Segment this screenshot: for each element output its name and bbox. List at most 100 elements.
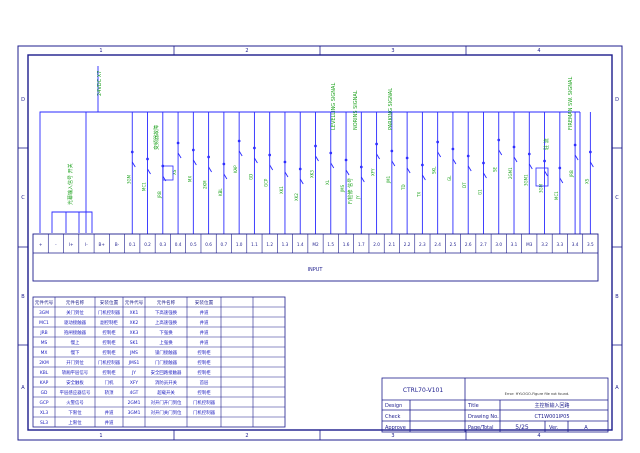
table-cell: 驱动接触器 bbox=[64, 319, 87, 326]
table-cell: 门门接触器 bbox=[155, 359, 178, 366]
terminal-label: 0.2 bbox=[144, 242, 151, 247]
label-stop-run: 驻 流 bbox=[543, 138, 550, 150]
table-cell: 2GM1 bbox=[128, 400, 141, 406]
contact-node bbox=[176, 141, 180, 145]
ver-label: Ver. bbox=[549, 425, 559, 431]
label-inspection-signal: F/检修 信号 bbox=[347, 178, 354, 204]
terminal-label: 2.5 bbox=[450, 242, 457, 247]
table-cell: XK1 bbox=[130, 310, 139, 316]
contact-node bbox=[421, 163, 424, 167]
terminal-label: 1.1 bbox=[251, 242, 258, 247]
page-label: Page/Total bbox=[468, 425, 493, 431]
contact-switch bbox=[422, 174, 426, 181]
terminal-label: 0.6 bbox=[205, 242, 212, 247]
contact-node bbox=[482, 161, 485, 165]
contact-node bbox=[558, 166, 562, 170]
table-cell: GCP bbox=[39, 400, 48, 406]
table-cell: JMS bbox=[129, 350, 138, 356]
contact-node bbox=[436, 140, 440, 144]
contact-node bbox=[314, 144, 317, 148]
terminal-bar bbox=[32, 233, 599, 282]
contact-label: 2GM1 bbox=[508, 167, 513, 179]
contact-label: JRB bbox=[157, 191, 162, 199]
contact-switch bbox=[452, 158, 457, 165]
table-cell: KBL bbox=[40, 370, 49, 376]
contact-switch bbox=[467, 165, 472, 172]
contact-switch bbox=[406, 167, 411, 174]
terminal-label: 3.4 bbox=[572, 242, 579, 247]
page-value: 5/25 bbox=[515, 424, 529, 431]
contact-label: JMS bbox=[340, 184, 345, 193]
contact-label: XK2 bbox=[294, 193, 299, 201]
contact-node bbox=[451, 147, 455, 151]
table-cell: 慢下 bbox=[71, 349, 80, 356]
contact-switch bbox=[437, 151, 442, 158]
table-cell: 轿顶 bbox=[105, 389, 114, 396]
table-cell: 慢上 bbox=[71, 339, 80, 346]
col-label-top-2: 2 bbox=[245, 48, 248, 54]
contact-label: KBL bbox=[218, 188, 223, 196]
terminal-label: I+ bbox=[69, 242, 74, 247]
contact-label: 3GM bbox=[126, 174, 131, 184]
label-inverter-fault: 变频器故障 bbox=[153, 125, 160, 150]
contact-switch bbox=[544, 170, 548, 177]
table-cell: 控制柜 bbox=[102, 329, 116, 336]
contact-switch bbox=[208, 166, 212, 173]
row-label-right-c: C bbox=[615, 195, 619, 201]
table-cell: GD bbox=[41, 390, 48, 396]
contact-label: G1 bbox=[477, 189, 482, 195]
terminal-label: 1.0 bbox=[236, 242, 243, 247]
table-cell: KAP bbox=[40, 380, 49, 386]
contact-node bbox=[253, 146, 256, 150]
relay-box-right bbox=[535, 167, 549, 187]
contact-node bbox=[283, 160, 287, 164]
relay-box bbox=[162, 165, 174, 181]
title-block bbox=[381, 377, 609, 433]
terminal-label: 0.1 bbox=[129, 242, 136, 247]
contact-node bbox=[497, 138, 501, 142]
table-cell: 对开门关门到位 bbox=[151, 409, 182, 416]
table-cell: 下限位 bbox=[68, 409, 82, 416]
table-cell: 开门到位 bbox=[66, 359, 84, 366]
contact-label: MC1 bbox=[554, 191, 559, 200]
ver-value: A bbox=[584, 425, 588, 431]
terminal-label: 2.1 bbox=[389, 242, 396, 247]
table-header: 元件名称 bbox=[66, 299, 85, 306]
table-cell: 安全触板 bbox=[66, 379, 84, 386]
table-cell: 控制柜 bbox=[197, 369, 211, 376]
terminal-label: 2.3 bbox=[419, 242, 426, 247]
drawing-value: CT1W001IP05 bbox=[534, 414, 569, 420]
table-border bbox=[32, 296, 286, 428]
contact-label: GCP bbox=[264, 178, 269, 187]
table-header: 元件名称 bbox=[157, 299, 176, 306]
contact-switch bbox=[513, 156, 518, 163]
table-cell: XK3 bbox=[130, 330, 139, 336]
project-name: CTRL70-V101 bbox=[403, 387, 444, 394]
contact-label: GD bbox=[248, 174, 253, 180]
table-cell: SL3 bbox=[40, 420, 48, 426]
drawing-label: Drawing No. bbox=[468, 414, 499, 420]
error-text: Error: HYLOGO-Figure file not found. bbox=[505, 392, 570, 396]
table-cell: 控制柜 bbox=[197, 349, 211, 356]
contact-node bbox=[222, 162, 226, 166]
terminal-label: 2.7 bbox=[480, 242, 487, 247]
label-norins-signal: NORINS SIGNAL bbox=[353, 90, 359, 130]
contact-node bbox=[191, 148, 195, 152]
table-cell: 井道 bbox=[105, 409, 114, 416]
table-cell: 控制柜 bbox=[197, 359, 211, 366]
contact-node bbox=[573, 143, 577, 147]
table-cell: 门机控制器 bbox=[193, 409, 216, 416]
table-cell: 轿厢平层信号 bbox=[62, 369, 89, 376]
contact-switch bbox=[238, 150, 243, 157]
table-cell: 井道 bbox=[200, 339, 209, 346]
contact-label: MX bbox=[187, 176, 192, 182]
table-cell: 下强换 bbox=[159, 329, 173, 336]
terminal-label: 2.6 bbox=[465, 242, 472, 247]
row-label-right-a: A bbox=[615, 385, 619, 391]
contact-switch bbox=[574, 154, 579, 161]
terminal-label: 1.4 bbox=[297, 242, 304, 247]
contact-switch bbox=[315, 155, 319, 162]
table-cell: 门机 bbox=[105, 379, 114, 386]
